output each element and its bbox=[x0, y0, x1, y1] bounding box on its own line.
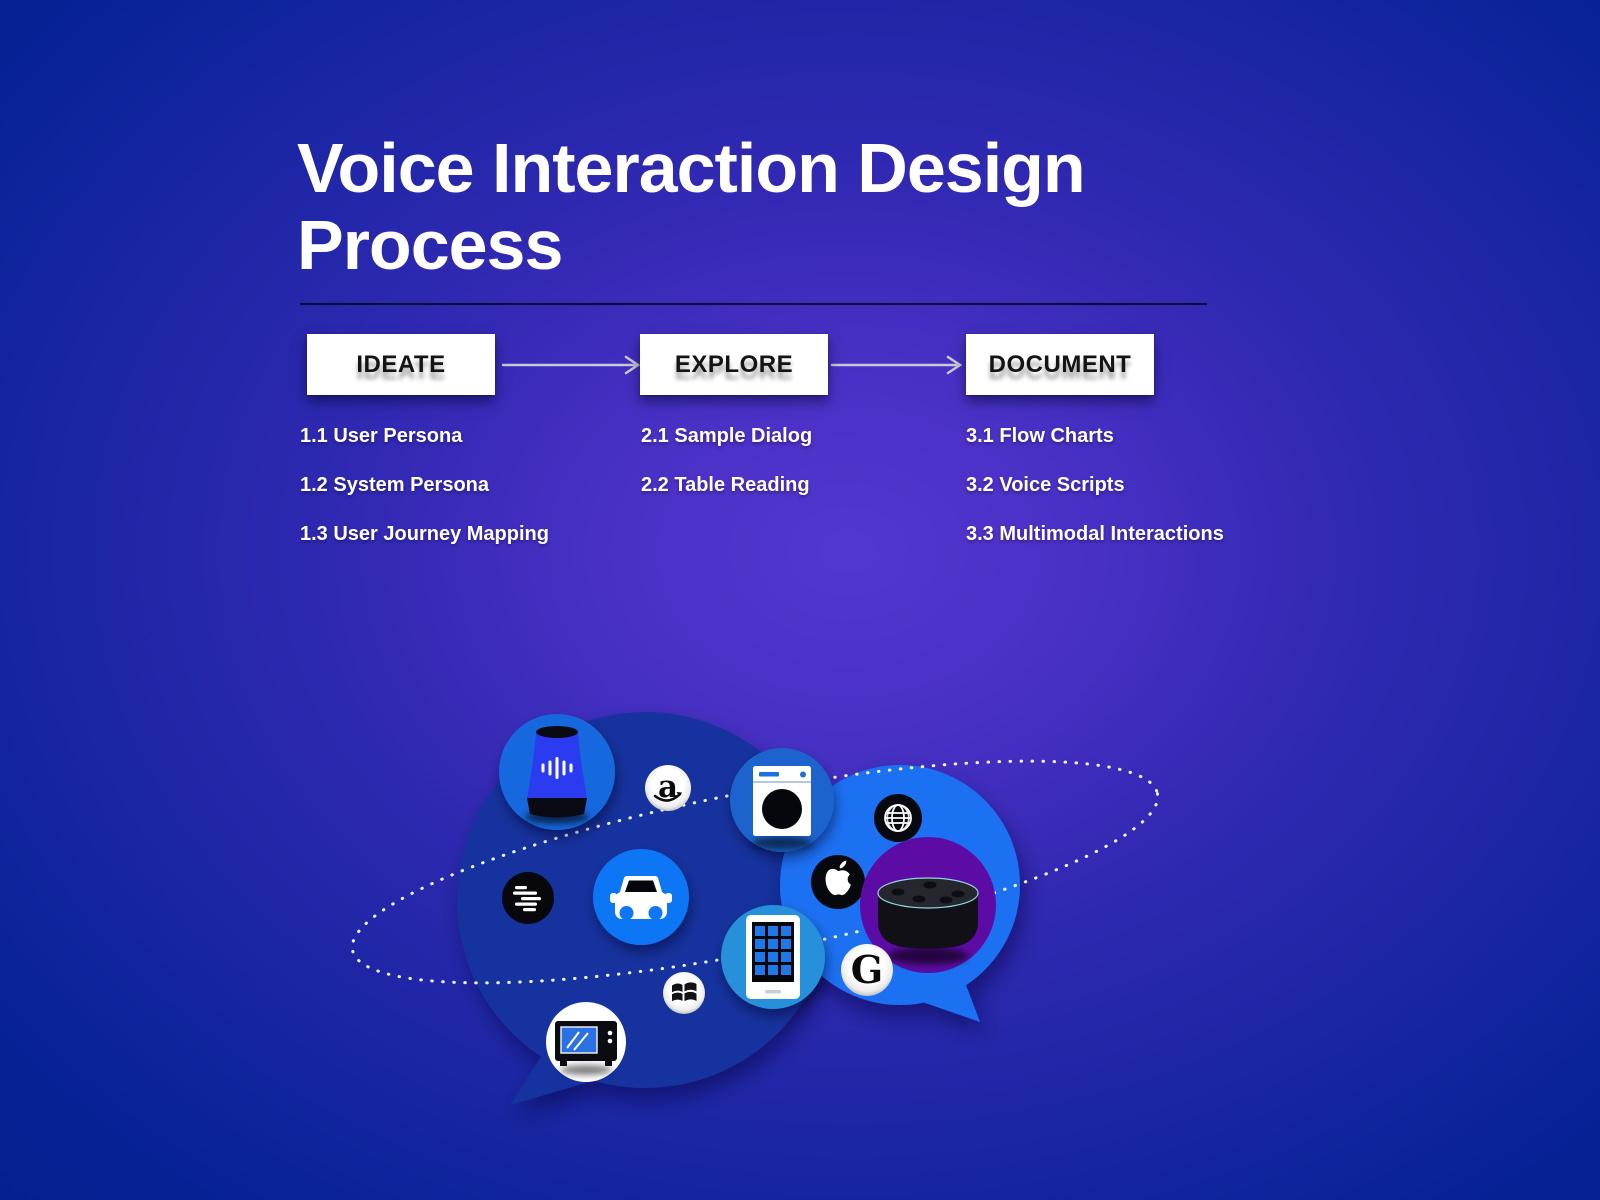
list-item: 1.2 System Persona bbox=[300, 474, 489, 496]
apple-icon bbox=[825, 860, 851, 896]
car-badge bbox=[593, 849, 689, 945]
svg-text:a: a bbox=[658, 769, 678, 805]
voice-lines-badge bbox=[502, 872, 554, 924]
globe-icon bbox=[884, 804, 912, 832]
voice-devices-illustration: a bbox=[350, 712, 1160, 1105]
list-item: 2.1 Sample Dialog bbox=[641, 425, 813, 447]
stage-box-ideate: IDEATE bbox=[307, 334, 495, 395]
stage-list-document: 3.1 Flow Charts 3.2 Voice Scripts 3.3 Mu… bbox=[966, 424, 1296, 571]
stage-label-document: DOCUMENT bbox=[988, 350, 1132, 378]
title-divider bbox=[300, 303, 1207, 305]
echo-dot-badge bbox=[860, 837, 996, 973]
page-title: Voice Interaction Design Process bbox=[297, 129, 1086, 284]
flow-arrows bbox=[501, 355, 963, 375]
list-item: 3.1 Flow Charts bbox=[966, 425, 1114, 447]
list-item: 1.3 User Journey Mapping bbox=[300, 523, 549, 545]
smartphone-badge bbox=[721, 905, 825, 1009]
amazon-logo-icon: a bbox=[653, 769, 682, 805]
smartphone-icon bbox=[746, 915, 800, 999]
stage-label-explore: EXPLORE bbox=[674, 350, 794, 378]
arrow-ideate-to-explore bbox=[501, 355, 641, 375]
stage-list-ideate: 1.1 User Persona 1.2 System Persona 1.3 … bbox=[300, 424, 630, 571]
list-item: 3.2 Voice Scripts bbox=[966, 474, 1125, 496]
washing-machine-icon bbox=[753, 766, 811, 836]
stage-box-document: DOCUMENT bbox=[966, 334, 1154, 395]
amazon-badge: a bbox=[645, 765, 691, 811]
apple-badge bbox=[811, 855, 865, 909]
stage-label-ideate: IDEATE bbox=[356, 350, 446, 378]
windows-badge bbox=[663, 972, 705, 1014]
microwave-icon bbox=[555, 1021, 617, 1066]
arrow-explore-to-document bbox=[830, 355, 963, 375]
smart-speaker-icon bbox=[527, 726, 587, 818]
stage-list-explore: 2.1 Sample Dialog 2.2 Table Reading bbox=[641, 424, 971, 522]
google-badge: G bbox=[841, 944, 893, 996]
google-logo-icon: G bbox=[851, 947, 883, 992]
list-item: 1.1 User Persona bbox=[300, 425, 463, 447]
voice-lines-icon bbox=[513, 886, 541, 912]
globe-badge bbox=[874, 794, 922, 842]
washing-machine-badge bbox=[730, 748, 834, 852]
echo-dot-icon bbox=[877, 877, 979, 949]
car-icon bbox=[610, 876, 672, 920]
process-flow-row: IDEATE EXPLORE DOCUMENT bbox=[300, 334, 1180, 396]
list-item: 3.3 Multimodal Interactions bbox=[966, 523, 1224, 545]
windows-icon bbox=[672, 982, 697, 1002]
smart-speaker-badge bbox=[499, 714, 615, 830]
microwave-badge bbox=[546, 1002, 626, 1082]
stage-box-explore: EXPLORE bbox=[640, 334, 828, 395]
list-item: 2.2 Table Reading bbox=[641, 474, 810, 496]
